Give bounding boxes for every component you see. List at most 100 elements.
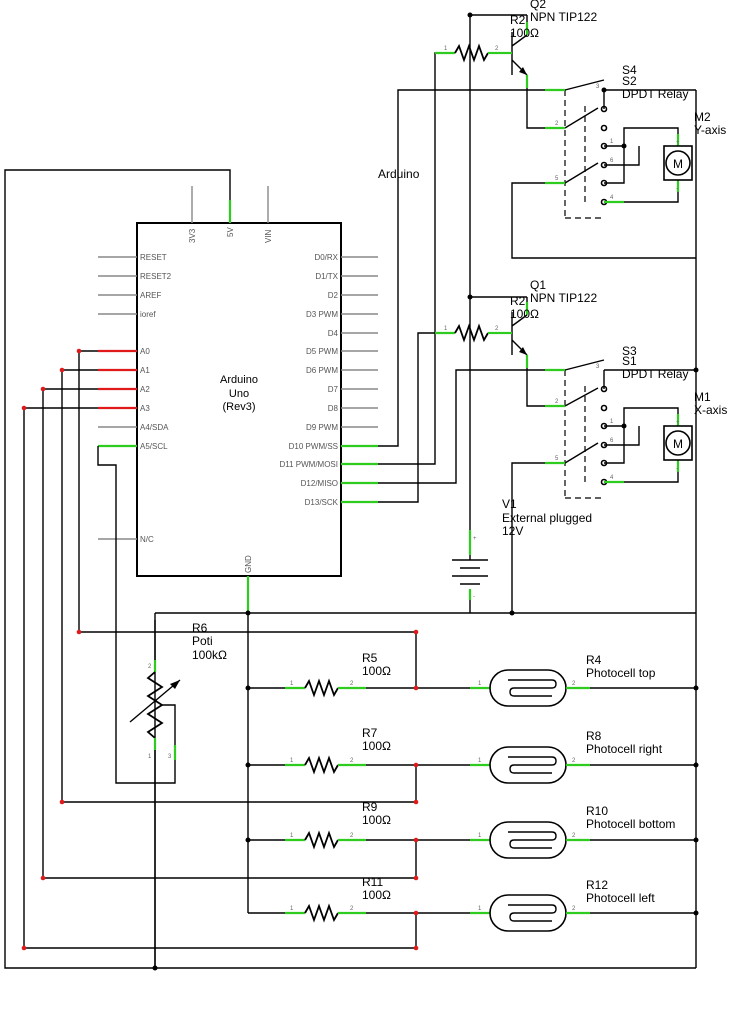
svg-text:2: 2 (495, 46, 499, 52)
relay-s4-ref: S4 (622, 63, 637, 77)
svg-text:+: + (676, 140, 680, 146)
arduino-title-label: Arduino (378, 167, 420, 181)
r5-value: 100Ω (362, 664, 391, 678)
battery-v1: + - (452, 530, 488, 600)
svg-text:-: - (473, 594, 475, 600)
poti-ref: R6 (192, 621, 208, 635)
svg-text:1: 1 (290, 833, 294, 839)
r9-value: 100Ω (362, 813, 391, 827)
pin-label-a3: A3 (140, 404, 150, 413)
arduino-left-pins (98, 256, 137, 540)
pin-label-gnd: GND (244, 555, 253, 573)
svg-text:2: 2 (572, 906, 576, 912)
pin-label-d10: D10 PWM/SS (289, 442, 338, 451)
r8-ref: R8 (586, 729, 602, 743)
svg-text:1: 1 (478, 906, 482, 912)
svg-text:2: 2 (350, 906, 354, 912)
pin-label-nc: N/C (140, 535, 154, 544)
resistor-q2-base: 1 2 (435, 43, 499, 63)
pin-label-d8: D8 (328, 404, 339, 413)
r11-value: 100Ω (362, 888, 391, 902)
r10-name: Photocell bottom (586, 817, 675, 831)
motor-m2-symbol: M (673, 157, 683, 171)
q2-resistor-value: 100Ω (510, 26, 539, 40)
resistor-r5: 1 2 (285, 678, 366, 698)
svg-text:1: 1 (444, 326, 448, 332)
poti-type: Poti (192, 634, 213, 648)
svg-text:3: 3 (168, 754, 172, 760)
potentiometer-r6: 2 1 3 (129, 660, 181, 760)
r5-ref: R5 (362, 651, 378, 665)
arduino-right-pins (341, 256, 378, 504)
svg-text:2: 2 (350, 681, 354, 687)
resistor-r11: 1 2 (285, 903, 366, 923)
motor-m1-axis: X-axis (694, 403, 727, 417)
q1-resistor-value: 100Ω (510, 307, 539, 321)
svg-text:2: 2 (555, 399, 559, 405)
motor-wiring-top (603, 90, 679, 203)
resistor-r9: 1 2 (285, 830, 366, 850)
pin-label-a1: A1 (140, 366, 150, 375)
motor-wiring-bottom (603, 370, 679, 483)
r4-ref: R4 (586, 653, 602, 667)
transistor-q2 (498, 22, 529, 88)
svg-text:1: 1 (478, 681, 482, 687)
pin-label-a5: A5/SCL (140, 442, 168, 451)
pin-label-a0: A0 (140, 347, 150, 356)
q2-resistor-ref: R2 (510, 13, 526, 27)
motor-m2-ref: M2 (694, 110, 711, 124)
arduino-body (136, 222, 342, 577)
svg-text:+: + (473, 536, 477, 542)
pin-label-d2: D2 (328, 291, 339, 300)
r4-name: Photocell top (586, 666, 656, 680)
svg-text:-: - (676, 466, 678, 472)
pin-label-reset2: RESET2 (140, 272, 172, 281)
motor-m2: M + - (663, 134, 693, 192)
relay-s1-ref: S1 (622, 354, 637, 368)
pin-label-d13: D13/SCK (305, 498, 339, 507)
r9-ref: R9 (362, 800, 378, 814)
relay-s1: 2 5 3 1 6 4 (545, 359, 624, 499)
svg-text:1: 1 (478, 758, 482, 764)
q1-resistor-ref: R2 (510, 294, 526, 308)
pin-label-reset: RESET (140, 253, 167, 262)
r7-ref: R7 (362, 726, 378, 740)
pin-label-d7: D7 (328, 385, 339, 394)
battery-ref: V1 (502, 497, 517, 511)
q2-type: NPN TIP122 (530, 10, 597, 24)
wires (4, 14, 697, 969)
pin-label-d11: D11 PWM/MOSI (279, 460, 338, 469)
arduino-revision: (Rev3) (222, 401, 255, 413)
svg-text:1: 1 (148, 754, 152, 760)
svg-text:3: 3 (596, 364, 600, 370)
poti-value: 100kΩ (192, 648, 227, 662)
svg-text:2: 2 (572, 681, 576, 687)
pin-label-d9: D9 PWM (306, 423, 338, 432)
photocell-r12: 1 2 (470, 894, 590, 932)
battery-desc: External plugged (502, 511, 592, 525)
photocell-r4: 1 2 (470, 669, 590, 707)
relay-s2: 2 5 3 1 6 4 (545, 79, 624, 219)
pin-label-d1: D1/TX (315, 272, 338, 281)
pin-label-d0: D0/RX (314, 253, 338, 262)
svg-text:4: 4 (610, 195, 614, 201)
motor-m1: M + - (663, 414, 693, 472)
motor-m2-axis: Y-axis (694, 123, 726, 137)
photocell-r10: 1 2 (470, 821, 590, 859)
pin-label-5v: 5V (226, 227, 235, 237)
red-endpoints (21, 348, 419, 951)
pin-label-vin: VIN (264, 229, 273, 243)
svg-text:5: 5 (555, 176, 559, 182)
arduino-uno: Arduino Uno (Rev3) 3V3 5V VIN GND RESET (98, 186, 378, 612)
r12-name: Photocell left (586, 891, 655, 905)
photocell-r8: 1 2 (470, 746, 590, 784)
svg-text:1: 1 (444, 46, 448, 52)
relay-s1-type: DPDT Relay (622, 367, 688, 381)
relay-s3-ref: S3 (622, 344, 637, 358)
svg-text:1: 1 (478, 833, 482, 839)
svg-text:3: 3 (596, 84, 600, 90)
pin-label-d6: D6 PWM (306, 366, 338, 375)
pin-label-d4: D4 (328, 329, 339, 338)
svg-text:-: - (676, 186, 678, 192)
motor-m1-ref: M1 (694, 390, 711, 404)
